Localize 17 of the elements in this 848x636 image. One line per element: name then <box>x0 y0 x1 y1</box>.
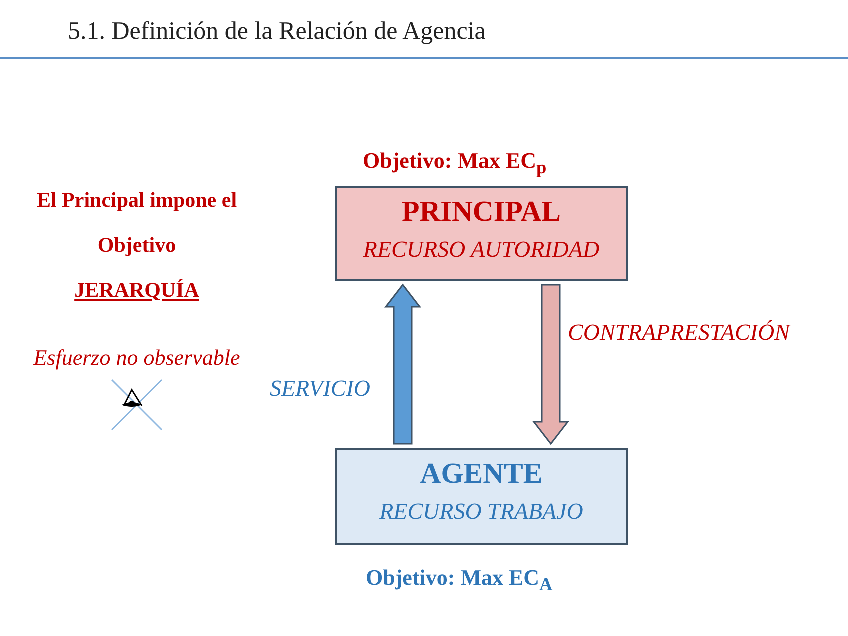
principle-text: El Principal impone el <box>36 188 238 213</box>
role-box <box>335 186 628 281</box>
resource-text: RECURSO AUTORIDAD <box>363 237 600 263</box>
objective-text: Objetivo: Max EC$_{p}$ <box>363 148 547 178</box>
role-box <box>335 448 628 545</box>
principle-text: Objetivo <box>98 233 176 258</box>
role-heading: PRINCIPAL <box>402 196 561 229</box>
note-text: Esfuerzo no observable <box>34 345 240 371</box>
edge-label: SERVICIO <box>270 376 371 402</box>
block-arrow <box>384 284 422 445</box>
resource-text: RECURSO TRABAJO <box>380 499 584 525</box>
block-arrow <box>532 284 570 446</box>
role-heading: AGENTE <box>420 458 543 491</box>
principle-text: JERARQUÍA <box>74 278 200 303</box>
edge-label: CONTRAPRESTACIÓN <box>568 320 790 346</box>
slide-title: 5.1. Definición de la Relación de Agencia <box>68 18 486 46</box>
objective-text: Objetivo: Max EC$_{A}$ <box>366 565 553 596</box>
